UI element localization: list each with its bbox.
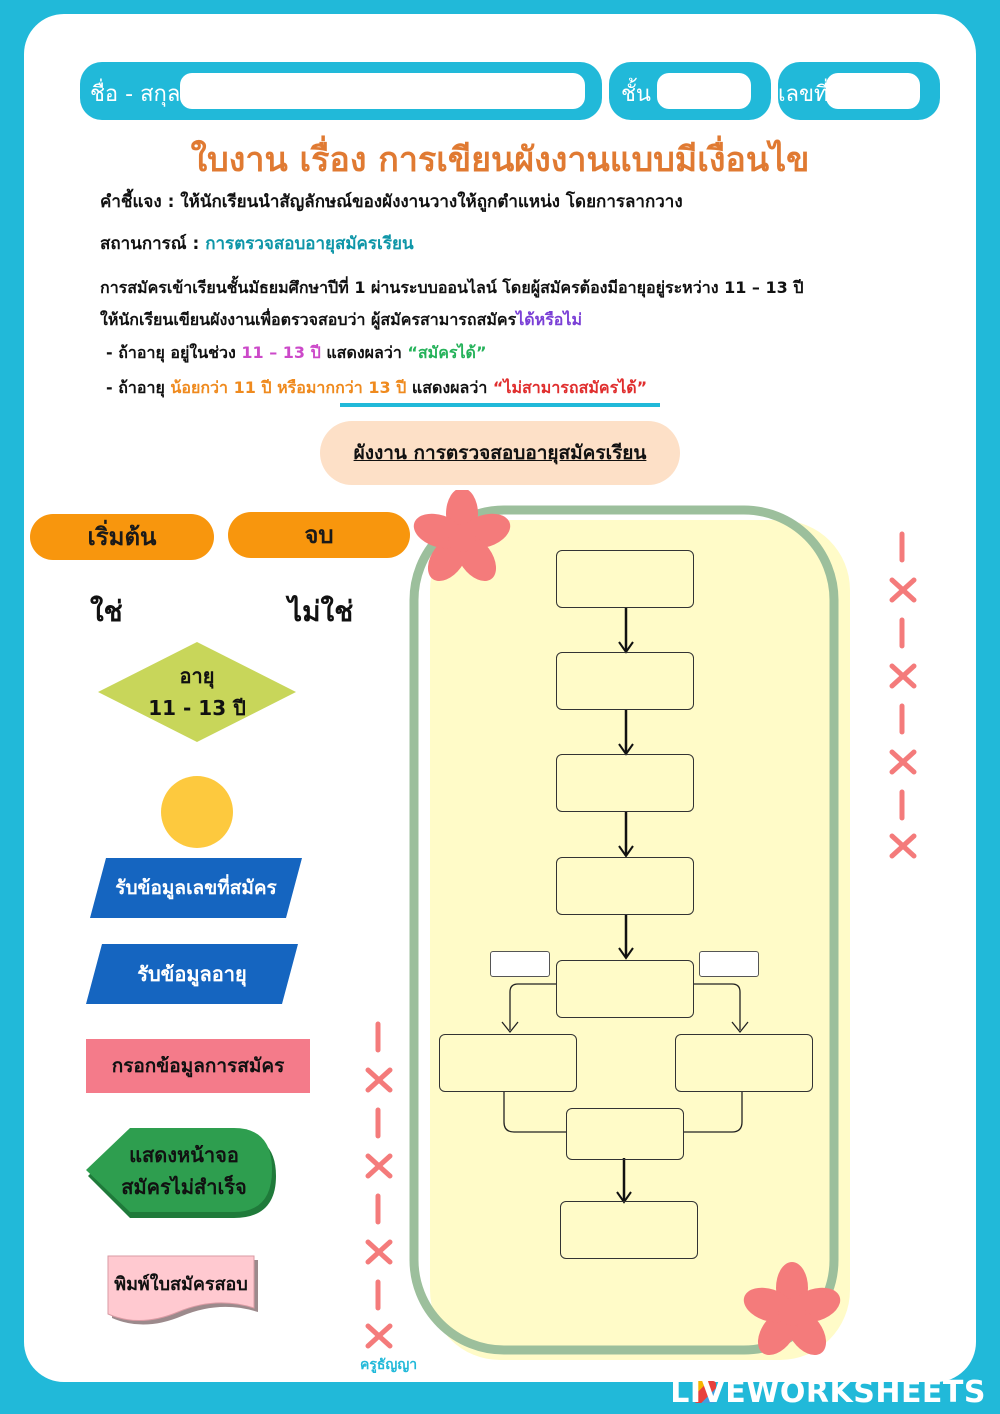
credit-text: ครูธัญญา (360, 1354, 417, 1376)
rule-2: - ถ้าอายุ น้อยกว่า 11 ปี หรือมากกว่า 13 … (106, 376, 647, 401)
paragraph-highlight-can-or-not: ได้หรือไม่ (516, 310, 582, 329)
rule-2-prefix: - ถ้าอายุ (106, 378, 170, 397)
paragraph-line-1: การสมัครเข้าเรียนชั้นมัธยมศึกษาปีที่ 1 ผ… (100, 276, 803, 301)
number-label: เลขที่ (778, 76, 829, 111)
start-symbol[interactable]: เริ่มต้น (30, 514, 214, 560)
paragraph-line-2: ให้นักเรียนเขียนผังงานเพื่อตรวจสอบว่า ผู… (100, 308, 582, 333)
flowchart-slot-left-label[interactable] (490, 951, 550, 977)
liveworksheets-watermark: LIVEWORKSHEETS (670, 1375, 986, 1410)
flowchart-slot-4[interactable] (556, 857, 694, 915)
flowchart-slot-merge[interactable] (566, 1108, 684, 1160)
connector-symbol[interactable] (161, 776, 233, 848)
rule-2-result: “ไม่สามารถสมัครได้” (493, 378, 647, 397)
stitch-decoration-left (360, 1020, 400, 1350)
situation-label: สถานการณ์ : (100, 234, 199, 254)
input-id-symbol[interactable]: รับข้อมูลเลขที่สมัคร (90, 858, 302, 918)
display-symbol[interactable]: แสดงหน้าจอ สมัครไม่สำเร็จ (96, 1130, 272, 1212)
decision-line-1: อายุ (180, 660, 215, 692)
rule-1: - ถ้าอายุ อยู่ในช่วง 11 – 13 ปี แสดงผลว่… (106, 341, 486, 366)
rule-2-middle: แสดงผลว่า (406, 378, 493, 397)
decision-line-2: 11 - 13 ปี (148, 692, 246, 724)
flowchart-slot-1[interactable] (556, 550, 694, 608)
situation-line: สถานการณ์ : การตรวจสอบอายุสมัครเรียน (100, 230, 414, 257)
display-line-1: แสดงหน้าจอ (129, 1139, 239, 1171)
worksheet-title: ใบงาน เรื่อง การเขียนผังงานแบบมีเงื่อนไข (0, 132, 1000, 186)
rule-1-prefix: - ถ้าอายุ อยู่ในช่วง (106, 343, 241, 362)
flowchart-slot-right-branch[interactable] (675, 1034, 813, 1092)
flowchart-title: ผังงาน การตรวจสอบอายุสมัครเรียน (320, 421, 680, 485)
stitch-decoration-right (884, 530, 924, 860)
instruction-text: คำชี้แจง : ให้นักเรียนนำสัญลักษณ์ของผังง… (100, 188, 683, 215)
number-input[interactable] (826, 73, 920, 109)
class-input[interactable] (657, 73, 751, 109)
paragraph-line-2-text: ให้นักเรียนเขียนผังงานเพื่อตรวจสอบว่า ผู… (100, 310, 516, 329)
situation-value: การตรวจสอบอายุสมัครเรียน (205, 234, 413, 254)
rule-1-result: “สมัครได้” (407, 343, 486, 362)
decision-symbol[interactable]: อายุ 11 - 13 ปี (98, 650, 296, 734)
flowchart-slot-decision[interactable] (556, 960, 694, 1018)
flowchart-slot-final[interactable] (560, 1201, 698, 1259)
rule-1-range: 11 – 13 ปี (241, 343, 320, 362)
rule-1-middle: แสดงผลว่า (321, 343, 408, 362)
class-label: ชั้น (621, 76, 651, 111)
name-label: ชื่อ - สกุล (90, 76, 180, 111)
document-symbol[interactable]: พิมพ์ใบสมัครสอบ (106, 1258, 256, 1308)
flowchart-slot-3[interactable] (556, 754, 694, 812)
input-age-symbol[interactable]: รับข้อมูลอายุ (86, 944, 298, 1004)
name-input[interactable] (180, 73, 585, 109)
rule-2-range: น้อยกว่า 11 ปี หรือมากกว่า 13 ปี (170, 378, 406, 397)
flowchart-slot-right-label[interactable] (699, 951, 759, 977)
process-symbol[interactable]: กรอกข้อมูลการสมัคร (86, 1039, 310, 1093)
no-label[interactable]: ไม่ใช่ (288, 590, 353, 634)
number-field-bar: เลขที่ (778, 62, 940, 120)
flowchart-slot-2[interactable] (556, 652, 694, 710)
end-symbol[interactable]: จบ (228, 512, 410, 558)
class-field-bar: ชั้น (609, 62, 771, 120)
yes-label[interactable]: ใช่ (90, 590, 123, 634)
display-line-2: สมัครไม่สำเร็จ (121, 1171, 247, 1203)
name-field-bar: ชื่อ - สกุล (80, 62, 602, 120)
flowchart-slot-left-branch[interactable] (439, 1034, 577, 1092)
divider-line (340, 403, 660, 407)
